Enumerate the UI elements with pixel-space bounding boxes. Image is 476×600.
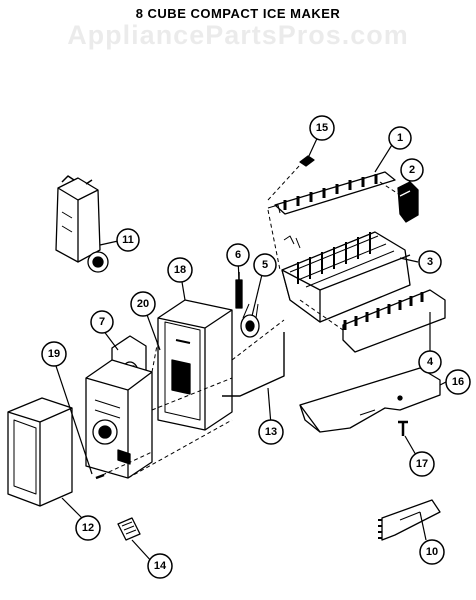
- callout-label-20: 20: [137, 298, 149, 310]
- callout-circle-15: [309, 115, 335, 141]
- callout-label-19: 19: [48, 348, 60, 360]
- callout-label-13: 13: [265, 426, 277, 438]
- part-2-cover: [397, 181, 419, 223]
- part-16-bracket: [299, 367, 441, 433]
- part-4-stripper: [342, 289, 446, 353]
- part-17-screw: [398, 420, 408, 436]
- part-20-plate: [85, 359, 153, 479]
- callout-circles: [41, 115, 471, 579]
- callout-circle-12: [75, 515, 101, 541]
- callout-circle-10: [419, 539, 445, 565]
- callout-circle-1: [388, 126, 412, 150]
- callout-label-11: 11: [122, 234, 134, 246]
- callout-circle-2: [400, 158, 424, 182]
- callout-label-14: 14: [154, 560, 167, 572]
- callout-label-17: 17: [416, 458, 428, 470]
- callout-label-10: 10: [426, 546, 438, 558]
- callout-circle-14: [147, 553, 173, 579]
- callout-label-5: 5: [262, 259, 268, 271]
- part-15-clip: [299, 155, 315, 167]
- watermark: AppliancePartsPros.com: [67, 20, 409, 50]
- callout-label-18: 18: [174, 264, 186, 276]
- diagram-title: 8 CUBE COMPACT ICE MAKER: [135, 6, 341, 21]
- part-3-mold: [281, 231, 411, 323]
- callout-circle-13: [258, 419, 284, 445]
- part-10-harness: [378, 499, 441, 541]
- callout-circle-20: [130, 291, 156, 317]
- callout-circle-17: [409, 451, 435, 477]
- callout-circle-7: [90, 310, 114, 334]
- callout-label-6: 6: [235, 249, 241, 261]
- callout-label-16: 16: [452, 376, 464, 388]
- part-18-housing: [157, 299, 233, 431]
- callout-circle-5: [253, 253, 277, 277]
- callout-label-7: 7: [99, 316, 105, 328]
- callout-circle-16: [445, 369, 471, 395]
- callout-circle-6: [226, 243, 250, 267]
- part-14-label: [117, 517, 141, 541]
- part-5-thermostat: [240, 303, 260, 338]
- callout-label-15: 15: [316, 122, 328, 134]
- callout-circle-11: [116, 228, 140, 252]
- part-1-ejector: [267, 171, 396, 215]
- callout-labels: 1 2 3 4 5 6 7 10 11 12 13 14 15 16 17 18…: [48, 122, 464, 572]
- callout-label-2: 2: [409, 164, 415, 176]
- part-12-cover: [7, 397, 73, 507]
- callout-circle-18: [167, 257, 193, 283]
- callout-circle-19: [41, 341, 67, 367]
- part-11-water-valve: [55, 175, 109, 273]
- callout-label-12: 12: [82, 522, 94, 534]
- assembly-lines: [95, 164, 401, 479]
- callout-circle-4: [418, 350, 442, 374]
- callout-label-1: 1: [397, 132, 403, 144]
- callout-label-4: 4: [427, 356, 434, 368]
- part-13-wire: [222, 332, 285, 397]
- callout-circle-3: [418, 250, 442, 274]
- callout-label-3: 3: [427, 256, 433, 268]
